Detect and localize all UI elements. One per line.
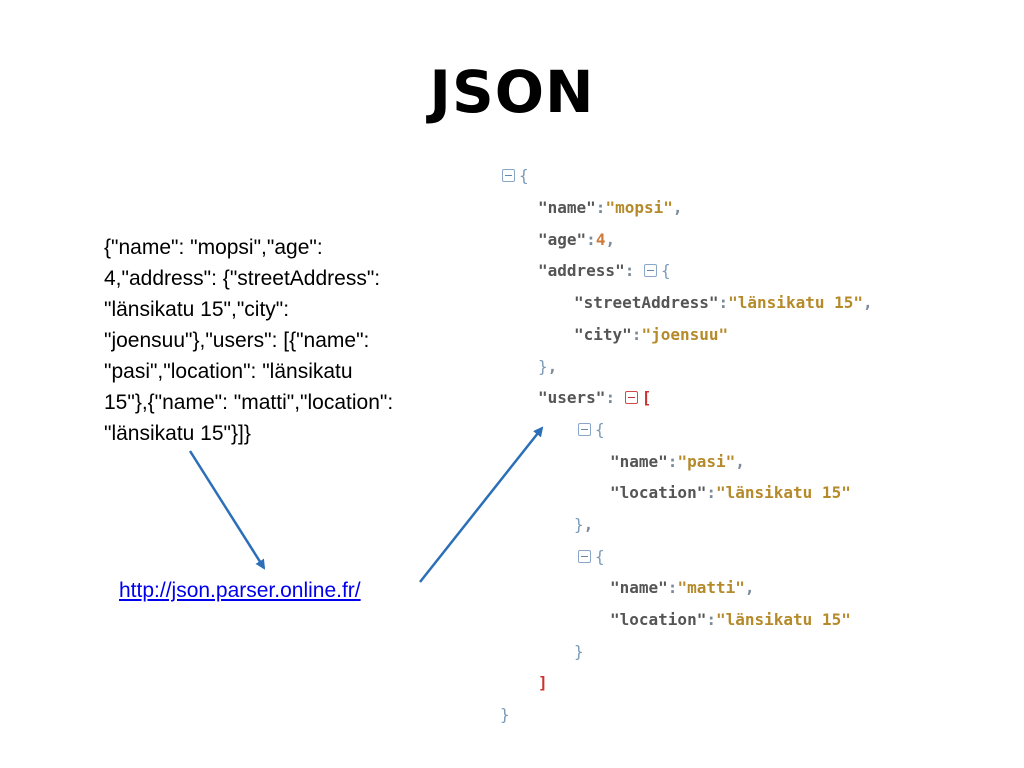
raw-json-line: "joensuu"},"users": [{"name": xyxy=(104,329,370,352)
tree-line-age: "age":4, xyxy=(538,230,616,249)
json-key: "users" xyxy=(538,388,606,407)
raw-json-line: "pasi","location": "länsikatu xyxy=(104,360,353,383)
json-value: "länsikatu 15" xyxy=(728,293,863,312)
tree-line-user2-open: { xyxy=(578,545,605,569)
json-key: "name" xyxy=(538,198,596,217)
collapse-toggle-icon[interactable] xyxy=(502,169,515,182)
arrow-down-to-link xyxy=(188,450,266,570)
json-value: "länsikatu 15" xyxy=(715,610,851,629)
raw-json-line: "länsikatu 15","city": xyxy=(104,298,290,321)
json-value: "mopsi" xyxy=(605,198,673,217)
raw-json-line: 4,"address": {"streetAddress": xyxy=(104,267,381,290)
json-value: "länsikatu 15" xyxy=(715,483,851,502)
tree-line-city: "city":"joensuu" xyxy=(574,325,729,344)
raw-json-line: 15"},{"name": "matti","location": xyxy=(104,391,394,414)
json-key: "name" xyxy=(610,578,668,597)
collapse-toggle-icon[interactable] xyxy=(643,264,657,277)
json-key: "name" xyxy=(610,452,668,471)
json-value: "pasi" xyxy=(677,452,736,471)
json-value: 4 xyxy=(595,230,606,249)
json-value: "matti" xyxy=(677,578,745,597)
tree-line-name: "name":"mopsi", xyxy=(538,198,683,217)
tree-line-users-close: ] xyxy=(538,673,548,692)
tree-line-address: "address": { xyxy=(538,261,671,280)
json-parser-link[interactable]: http://json.parser.online.fr/ xyxy=(119,579,361,602)
json-value: "joensuu" xyxy=(641,325,729,344)
tree-root-line: { xyxy=(502,164,529,188)
collapse-toggle-icon[interactable] xyxy=(578,550,591,563)
json-key: "location" xyxy=(610,483,707,502)
tree-line-user1-open: { xyxy=(578,418,605,442)
tree-line-user2-location: "location":"länsikatu 15" xyxy=(610,610,851,629)
tree-line-root-close: } xyxy=(500,705,510,724)
json-key: "address" xyxy=(538,261,625,280)
tree-line-address-close: }, xyxy=(538,357,558,376)
collapse-toggle-icon[interactable] xyxy=(624,391,638,404)
tree-line-user1-name: "name":"pasi", xyxy=(610,452,745,471)
tree-line-users: "users": [ xyxy=(538,388,652,407)
tree-line-user1-location: "location":"länsikatu 15" xyxy=(610,483,851,502)
tree-line-user1-close: }, xyxy=(574,515,594,534)
tree-line-street: "streetAddress":"länsikatu 15", xyxy=(574,293,873,312)
json-key: "age" xyxy=(538,230,587,249)
json-key: "location" xyxy=(610,610,707,629)
collapse-toggle-icon[interactable] xyxy=(578,423,591,436)
tree-line-user2-close: } xyxy=(574,642,584,661)
raw-json-text: {"name": "mopsi","age": 4,"address": {"s… xyxy=(104,232,476,449)
raw-json-line: {"name": "mopsi","age": xyxy=(104,236,323,259)
raw-json-line: "länsikatu 15"}]} xyxy=(104,422,251,445)
tree-line-user2-name: "name":"matti", xyxy=(610,578,755,597)
json-key: "city" xyxy=(574,325,632,344)
json-tree-viewer: { "name":"mopsi", "age":4, "address": { … xyxy=(498,162,998,742)
slide-title: JSON xyxy=(429,58,595,126)
json-key: "streetAddress" xyxy=(574,293,719,312)
